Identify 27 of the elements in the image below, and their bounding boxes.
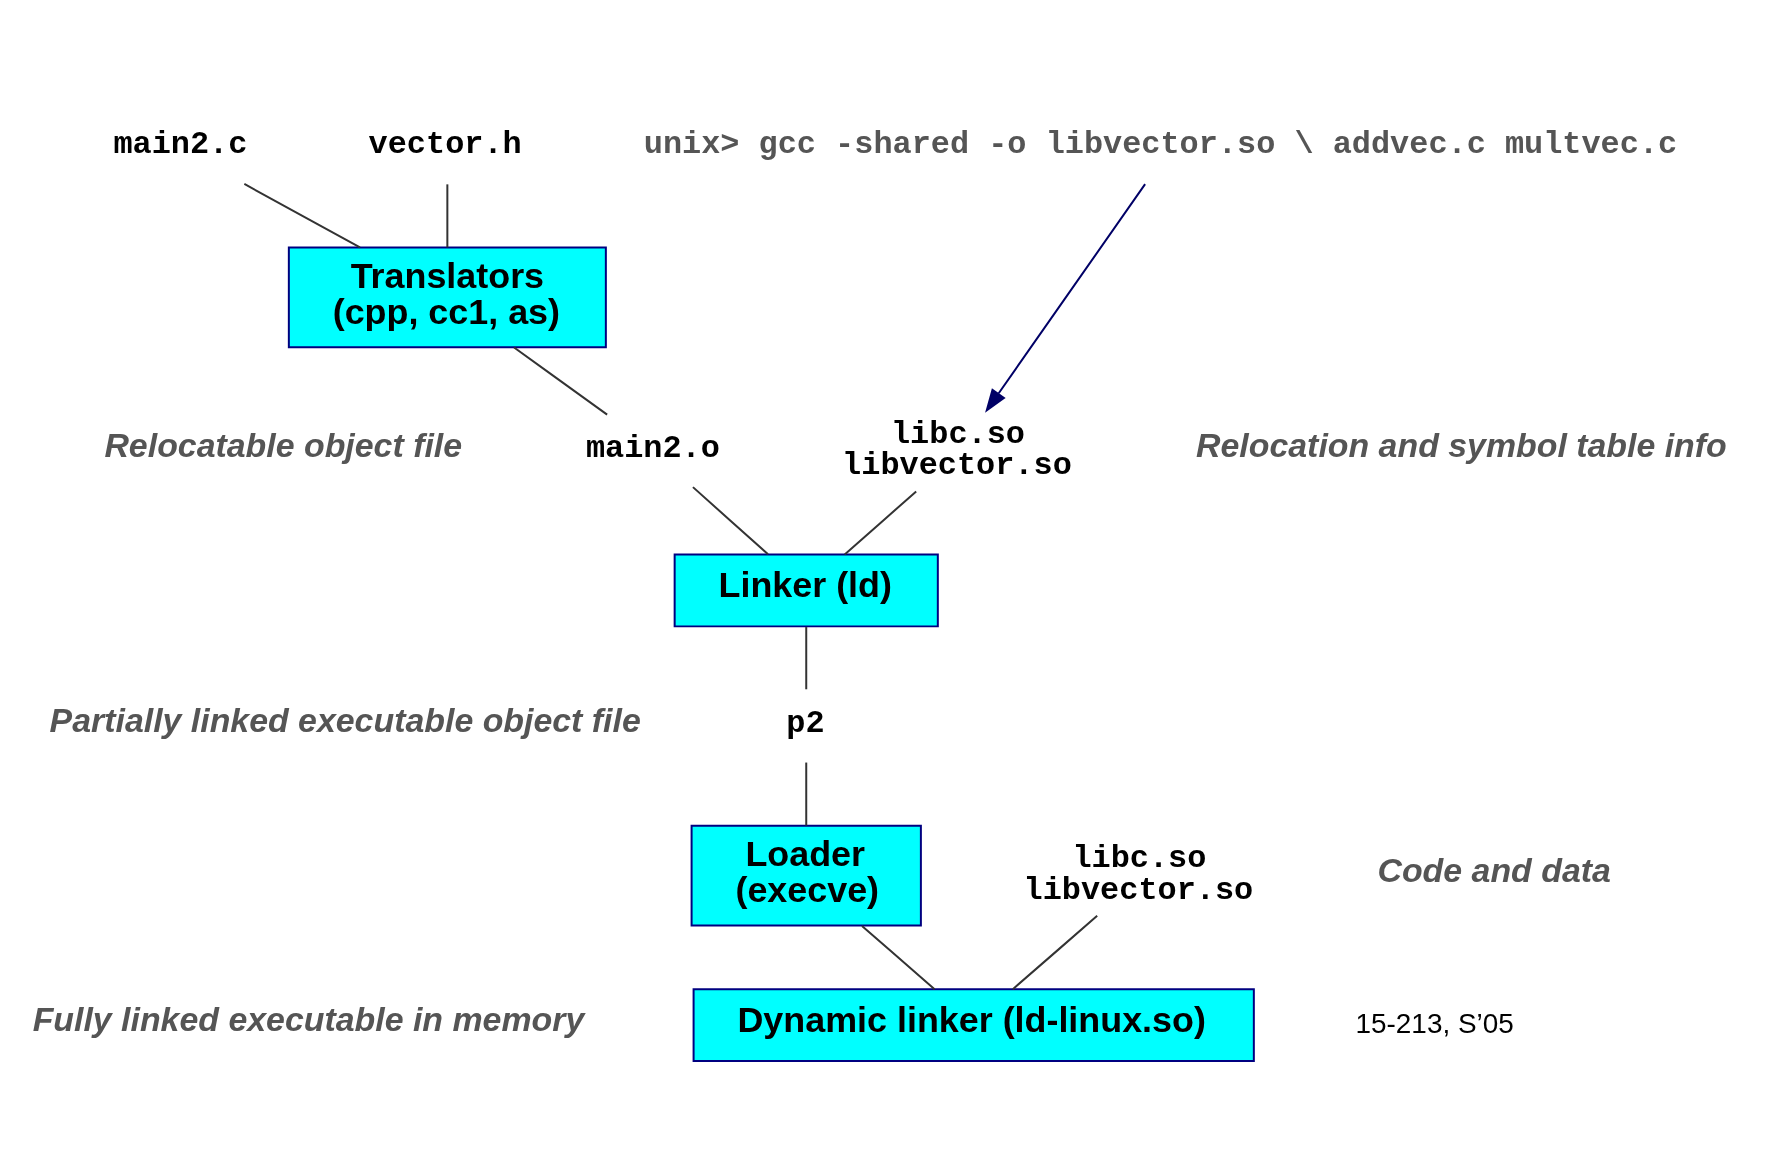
node-text: vector.h	[368, 126, 522, 164]
node-box: Translators (cpp, cc1, as)	[287, 246, 607, 349]
connector	[691, 486, 769, 556]
label: Code and data	[1377, 850, 1611, 889]
connector	[805, 761, 808, 827]
connector	[513, 346, 609, 416]
arrow	[985, 183, 1147, 413]
connector	[446, 183, 449, 249]
label: Partially linked executable object file	[49, 701, 641, 740]
label: Fully linked executable in memory	[32, 1000, 585, 1039]
connector	[243, 183, 361, 249]
connector	[843, 490, 918, 556]
node-text: main2.c	[113, 126, 248, 164]
node-box: Linker (ld)	[673, 553, 939, 628]
label: 15-213, S’05	[1355, 1007, 1514, 1039]
label: Relocatable object file	[104, 426, 463, 465]
node-text: libc.so libvector.so	[842, 415, 1072, 485]
node-box: Loader (execve)	[690, 824, 922, 927]
label: Relocation and symbol table info	[1196, 426, 1727, 465]
node-text: unix> gcc -shared -o libvector.so \ addvec.c multvec.c	[643, 126, 1678, 164]
connector	[1011, 914, 1099, 991]
connector	[861, 925, 936, 991]
node-text: libc.so libvector.so	[1023, 840, 1254, 910]
node-box: Dynamic linker (ld-linux.so)	[692, 988, 1255, 1062]
connector	[805, 626, 808, 691]
node-text: main2.o	[585, 429, 720, 467]
node-text: p2	[786, 704, 825, 742]
